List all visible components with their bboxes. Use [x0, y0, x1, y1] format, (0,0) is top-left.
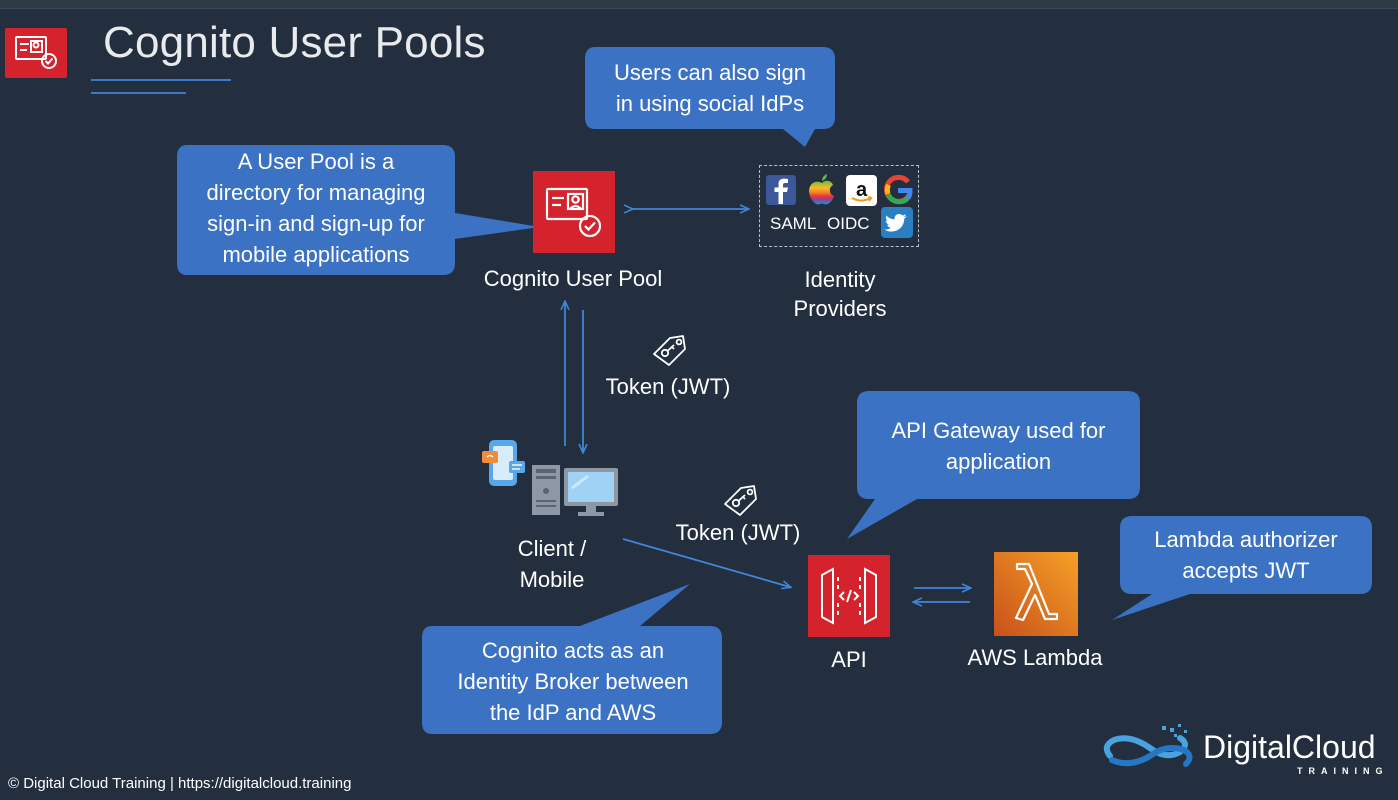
mobile-phone-icon: [482, 440, 525, 486]
svg-text:a: a: [856, 179, 868, 201]
lambda-label: AWS Lambda: [967, 645, 1103, 670]
brand-subtitle: TRAINING: [1297, 766, 1389, 776]
desktop-computer-icon: [532, 465, 618, 516]
twitter-icon: [881, 207, 913, 238]
identity-providers-label: Identity Providers: [793, 267, 887, 321]
token-bottom-label: Token (JWT): [675, 520, 801, 545]
saml-label: SAML: [770, 214, 817, 233]
token-tag-icon: [721, 483, 759, 519]
client-to-api-arrow: [622, 538, 790, 587]
lambda-icon: [994, 552, 1078, 636]
callout-api-gateway: [847, 391, 1140, 539]
digitalcloud-logo-icon: [1100, 718, 1200, 778]
page-title: Cognito User Pools: [103, 18, 486, 67]
client-devices-icon: [480, 438, 620, 520]
apple-icon: [805, 172, 839, 206]
google-icon: [882, 174, 914, 206]
callout-broker-text: Cognito acts as an Identity Broker betwe…: [457, 638, 689, 725]
callout-identity-broker: [422, 584, 722, 734]
top-bar: [0, 0, 1398, 9]
callout-social-text: Users can also sign in using social IdPs: [614, 60, 806, 116]
brand-name: DigitalCloud: [1203, 729, 1376, 765]
token-tag-icon: [650, 333, 688, 369]
title-underline: [91, 79, 231, 81]
callout-user-pool: [177, 145, 540, 275]
callout-user-pool-text: A User Pool is a directory for managing …: [206, 149, 426, 267]
identity-providers-box: [759, 165, 919, 247]
callout-authorizer-text: Lambda authorizer accepts JWT: [1154, 527, 1338, 583]
title-underline-short: [91, 92, 186, 94]
api-gateway-icon: [808, 555, 890, 637]
footer-copyright: © Digital Cloud Training | https://digit…: [8, 775, 352, 792]
callout-lambda-authorizer: [1112, 516, 1372, 620]
amazon-icon: a: [846, 175, 877, 206]
callout-social-idps: [585, 47, 835, 147]
cognito-title-icon: [5, 28, 67, 78]
api-label: API: [831, 647, 867, 672]
user-pool-label: Cognito User Pool: [483, 266, 663, 291]
callout-gateway-text: API Gateway used for application: [891, 418, 1106, 474]
cognito-user-pool-icon: [533, 171, 615, 253]
token-top-label: Token (JWT): [605, 374, 731, 399]
facebook-icon: [766, 175, 796, 205]
client-mobile-label: Client / Mobile: [517, 536, 587, 592]
oidc-label: OIDC: [827, 214, 870, 233]
